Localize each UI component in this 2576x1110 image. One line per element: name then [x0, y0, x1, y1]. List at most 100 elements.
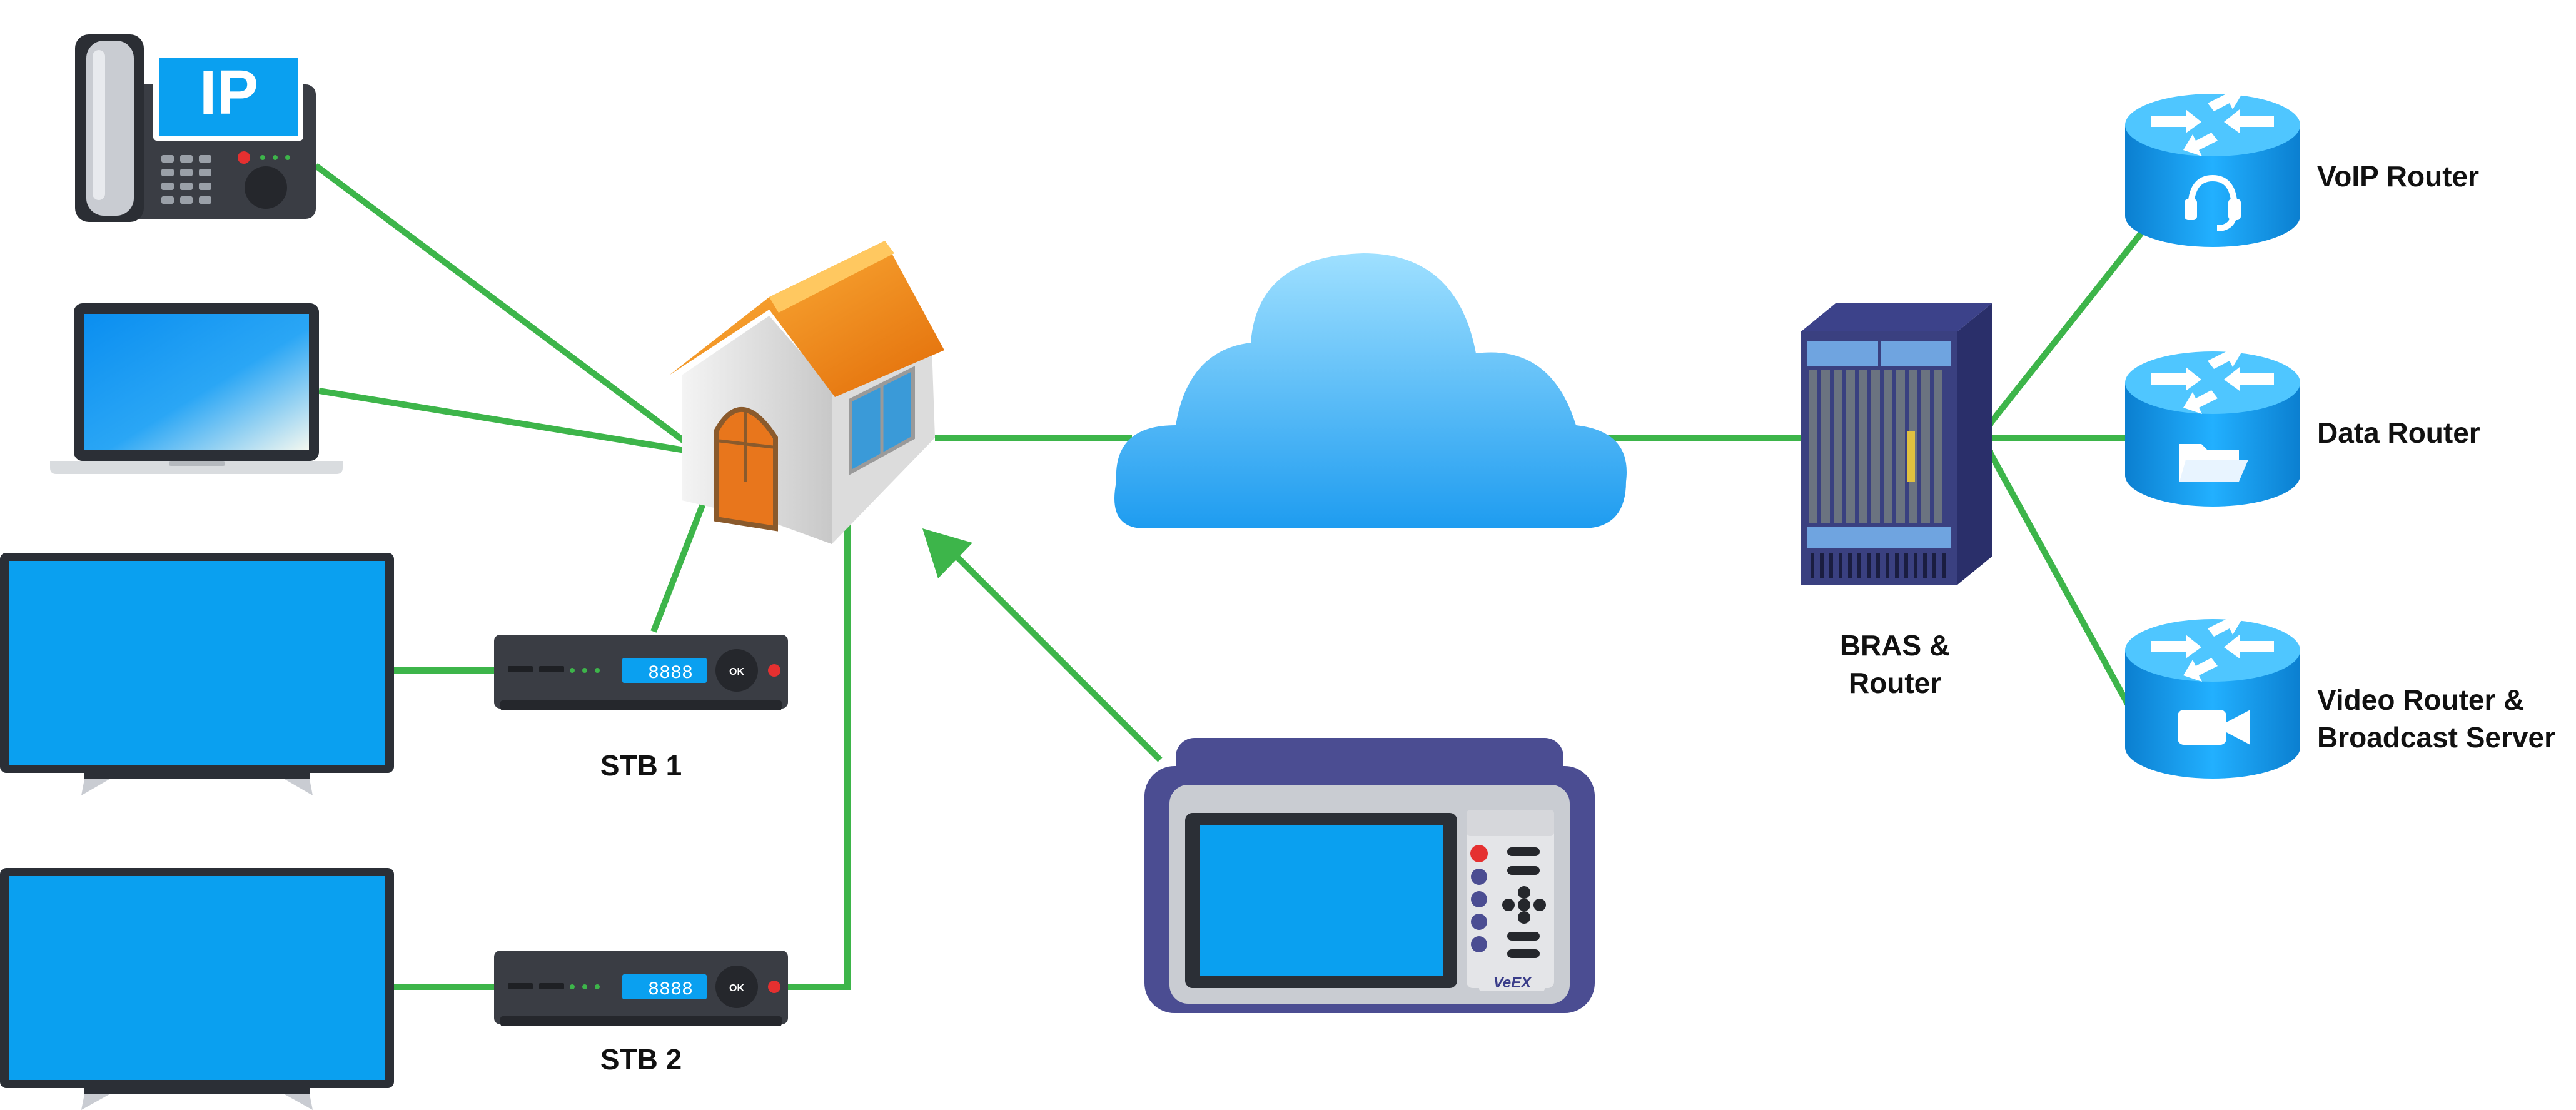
- tester-brand: VeEX: [1493, 974, 1532, 991]
- handheld-tester[interactable]: VeEX: [1144, 738, 1595, 1013]
- stb-1-led-3: [595, 668, 600, 673]
- tester-function-button-3[interactable]: [1471, 914, 1487, 930]
- video-camera-icon: [2178, 710, 2226, 745]
- stb-1[interactable]: 8888 OK: [494, 635, 788, 710]
- tv-2-screen: [9, 876, 385, 1080]
- tester-softkey-3[interactable]: [1507, 932, 1540, 941]
- tester-function-button-2[interactable]: [1471, 891, 1487, 907]
- router-arrows-icon: [2151, 613, 2274, 682]
- tv-1-screen: [9, 561, 385, 765]
- laptop-base: [50, 461, 343, 474]
- laptop-screen: [84, 314, 309, 450]
- phone-green-led: [260, 155, 265, 160]
- tv-2-foot-left: [81, 1094, 109, 1110]
- bras-router[interactable]: [1801, 303, 1992, 585]
- cloud-icon: [1114, 253, 1627, 528]
- stb-2-led: [570, 984, 575, 989]
- video-router-label-line2: Broadcast Server: [2317, 721, 2555, 754]
- house-roof-edge: [769, 241, 894, 313]
- tv-1-foot-left: [81, 779, 109, 795]
- stb-1-ok-label: OK: [729, 667, 744, 677]
- link-stb2-house: [785, 519, 851, 990]
- link-bras-voip: [1986, 226, 2148, 428]
- video-router[interactable]: [2125, 613, 2300, 779]
- tester-label-strip: [1467, 810, 1554, 836]
- stb-1-usb-icon-2: [539, 666, 564, 672]
- router-arrows-icon: [2151, 88, 2274, 156]
- tv-2-foot-right: [285, 1094, 313, 1110]
- link-bras-video: [1986, 448, 2136, 715]
- voip-router-label: VoIP Router: [2317, 160, 2479, 193]
- phone-red-led: [238, 151, 250, 164]
- headset-ear-right: [2228, 199, 2241, 220]
- stb-2-led-2: [582, 984, 587, 989]
- stb-1-power-button[interactable]: [768, 664, 780, 677]
- stb-1-label: STB 1: [600, 749, 682, 782]
- tester-dpad-icon[interactable]: [1502, 886, 1546, 924]
- tv-1-foot-right: [285, 779, 313, 795]
- tester-softkey-4[interactable]: [1507, 949, 1540, 958]
- tester-softkey-2[interactable]: [1507, 866, 1540, 875]
- stb-2-usb-icon: [508, 983, 533, 989]
- tester-function-button-4[interactable]: [1471, 936, 1487, 952]
- stb-2-usb-icon-2: [539, 983, 564, 989]
- door-window-icon: [719, 410, 774, 482]
- link-phone-house: [314, 163, 690, 447]
- arrow-head-icon: [922, 528, 972, 578]
- voip-router[interactable]: [2125, 88, 2300, 247]
- link-laptop-house: [318, 388, 685, 453]
- ip-phone[interactable]: IP: [75, 34, 316, 222]
- phone-green-led-2: [273, 155, 278, 160]
- bras-top: [1801, 303, 1992, 331]
- stb-1-led: [570, 668, 575, 673]
- stb-1-bottom: [500, 700, 782, 710]
- voip-router-top: [2125, 94, 2300, 156]
- stb-2-bottom: [500, 1016, 782, 1026]
- router-arrows-icon: [2151, 345, 2274, 414]
- stb-2-display-text: 8888: [648, 979, 693, 1001]
- tv-2-stand: [84, 1088, 310, 1094]
- house-roof: [669, 241, 944, 397]
- stb-1-ok-button[interactable]: [715, 649, 758, 692]
- tester-screen: [1200, 825, 1443, 976]
- bras-label-line1: BRAS &: [1840, 629, 1950, 662]
- phone-green-led-3: [285, 155, 290, 160]
- stb-1-display-text: 8888: [648, 663, 693, 684]
- link-stb1-house: [650, 493, 710, 633]
- headset-ear-left: [2185, 199, 2197, 220]
- tester-brand-plate: [1479, 972, 1545, 991]
- house[interactable]: [669, 241, 944, 544]
- stb-2-ok-label: OK: [729, 983, 744, 994]
- data-router[interactable]: [2125, 345, 2300, 507]
- data-router-label: Data Router: [2317, 416, 2480, 449]
- phone-nav-dial-icon: [245, 166, 287, 209]
- link-tester-house: [948, 548, 1163, 762]
- tester-red-button[interactable]: [1470, 845, 1488, 862]
- data-router-body: [2125, 383, 2300, 507]
- stb-2-power-button[interactable]: [768, 981, 780, 993]
- laptop[interactable]: [50, 303, 343, 474]
- tv-2[interactable]: [0, 868, 394, 1110]
- stb-1-led-2: [582, 668, 587, 673]
- voip-router-body: [2125, 125, 2300, 247]
- bras-line-cards-icon: [1809, 370, 1942, 523]
- stb-2-ok-button[interactable]: [715, 966, 758, 1008]
- stb-2[interactable]: 8888 OK: [494, 951, 788, 1026]
- bras-mgmt-card: [1907, 431, 1915, 482]
- connection-lines: [314, 163, 2148, 990]
- tester-softkey-1[interactable]: [1507, 847, 1540, 856]
- bras-label-line2: Router: [1849, 667, 1941, 699]
- bras-footer-panel: [1807, 527, 1951, 548]
- stb-2-led-3: [595, 984, 600, 989]
- folder-front-icon: [2179, 460, 2248, 482]
- video-router-label-line1: Video Router &: [2317, 684, 2524, 716]
- stb-1-display: [622, 658, 707, 683]
- phone-screen: [159, 58, 298, 136]
- data-router-top: [2125, 351, 2300, 414]
- video-router-top: [2125, 619, 2300, 682]
- video-camera-lens-icon: [2226, 710, 2250, 745]
- tv-1[interactable]: [0, 553, 394, 795]
- bras-fan-grille-icon: [1811, 553, 1946, 578]
- tester-function-button-1[interactable]: [1471, 869, 1487, 885]
